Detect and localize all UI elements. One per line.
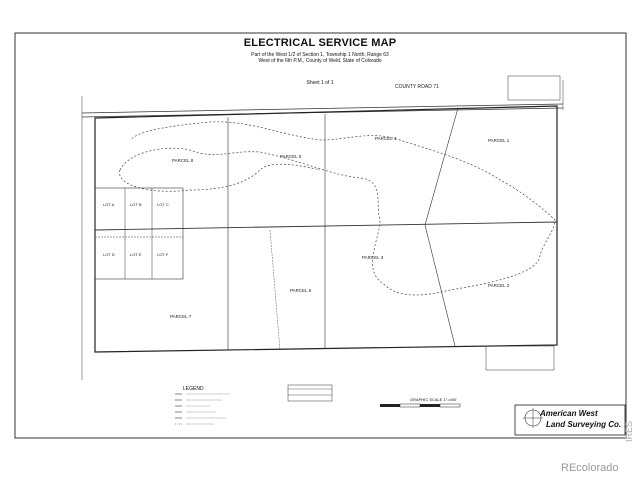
sheet-border	[14, 32, 627, 439]
legend-symbols	[175, 393, 230, 425]
parcel-4-label: PARCEL 4	[375, 136, 397, 141]
company-box	[514, 404, 626, 436]
sheet-number: Sheet 1 of 1	[306, 80, 334, 86]
parcel-2-label: PARCEL 2	[488, 283, 510, 288]
lot-e-label: LOT E	[130, 252, 142, 257]
road-line-1	[81, 103, 564, 114]
flood-boundary	[119, 121, 556, 296]
lot-a-label: LOT A	[103, 202, 115, 207]
company-name-line2: Land Surveying Co.	[546, 420, 622, 429]
parcel-3-label: PARCEL 3	[362, 255, 384, 260]
parcel-6-label: PARCEL 6	[290, 288, 312, 293]
lot-d-label: LOT D	[103, 252, 115, 257]
parcel-1-label: PARCEL 1	[488, 138, 510, 143]
map-title: ELECTRICAL SERVICE MAP	[243, 37, 397, 49]
section-line	[94, 221, 558, 231]
curve-table	[287, 384, 333, 402]
note-box-1	[485, 345, 555, 371]
easement-line	[269, 229, 281, 351]
side-mark: IRES	[624, 420, 634, 442]
parcel-line-3	[424, 224, 456, 347]
company-name-line1: American West	[540, 409, 598, 418]
flood-boundary-2	[119, 163, 321, 192]
parcel-line-4	[424, 107, 459, 226]
note-box-2	[507, 75, 561, 101]
legend-title: LEGEND	[183, 386, 204, 392]
lot-b-label: LOT B	[130, 202, 142, 207]
parcel-7-label: PARCEL 7	[170, 314, 192, 319]
scale-label: GRAPHIC SCALE 1"=400'	[410, 397, 457, 402]
parcel-8-label: PARCEL 8	[172, 158, 194, 163]
lot-c-label: LOT C	[157, 202, 169, 207]
lot-f-label: LOT F	[157, 252, 169, 257]
parcel-5-label: PARCEL 5	[280, 154, 302, 159]
map-subtitle: Part of the West 1/2 of Section 1, Towns…	[251, 52, 389, 64]
road-label: COUNTY ROAD 71	[395, 84, 439, 90]
watermark: REcolorado	[561, 462, 619, 474]
graphic-scale	[380, 403, 461, 408]
